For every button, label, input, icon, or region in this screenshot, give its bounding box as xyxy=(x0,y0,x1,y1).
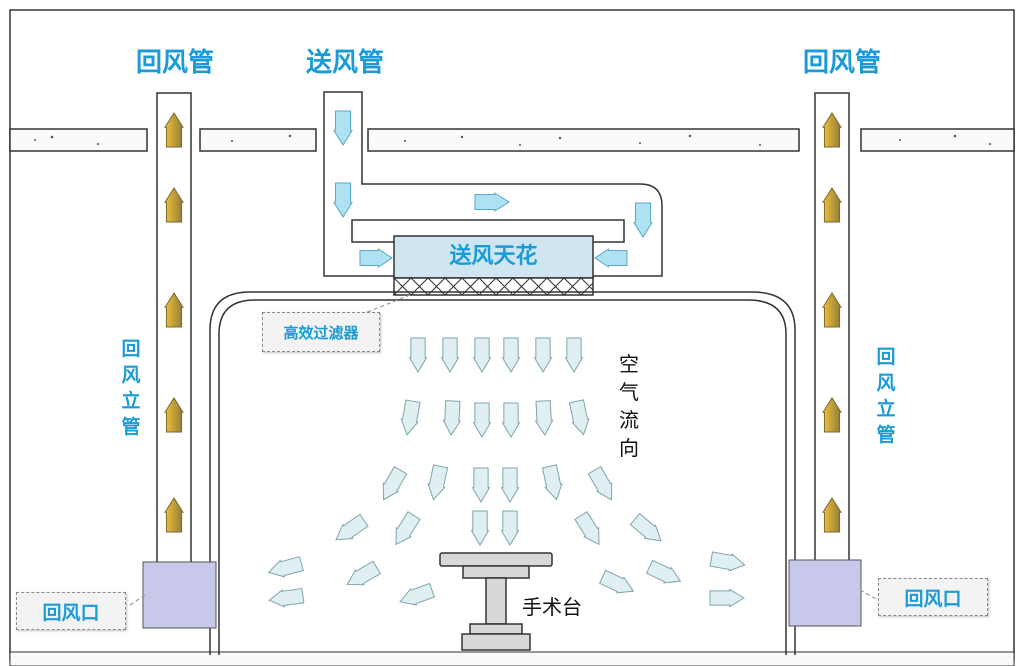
room-airflow-arrow xyxy=(346,560,381,586)
airflow-direction-label: 空 气 流 向 xyxy=(617,350,641,462)
return-riser-right-label: 回 风 立 管 xyxy=(874,344,898,448)
right-return-riser xyxy=(814,92,850,564)
return-duct-left-label: 回风管 xyxy=(136,48,215,78)
room-airflow-arrow xyxy=(709,551,746,572)
room-airflow-arrow xyxy=(440,337,460,373)
operating-table-label: 手术台 xyxy=(522,595,582,619)
riser-left-char: 管 xyxy=(121,416,141,438)
room-airflow-arrow xyxy=(442,400,462,436)
room-airflow-arrow xyxy=(268,587,305,608)
supply-arrow xyxy=(333,110,353,146)
supply-arrow xyxy=(633,202,653,238)
return-riser-left-label: 回 风 立 管 xyxy=(119,336,143,440)
riser-right-char: 风 xyxy=(876,372,896,394)
room-airflow-arrow xyxy=(427,464,449,501)
return-up-arrow xyxy=(822,397,842,433)
room-airflow-arrow xyxy=(598,569,635,594)
supply-airflow-arrows xyxy=(333,110,653,268)
filter-leader-line xyxy=(359,294,411,316)
room-airflow-arrow xyxy=(471,467,491,503)
slab-speckles xyxy=(34,134,991,146)
return-up-arrow xyxy=(164,497,184,533)
riser-right-char: 管 xyxy=(876,424,896,446)
room-airflow-arrow xyxy=(267,556,304,578)
left-return-vent xyxy=(142,561,217,629)
operating-table xyxy=(439,552,553,651)
room-airflow-arrow xyxy=(500,467,520,503)
right-return-vent xyxy=(788,559,862,627)
return-up-arrow xyxy=(164,112,184,148)
room-airflow-arrows xyxy=(267,337,746,608)
room-airflow-arrow xyxy=(587,466,613,501)
supply-arrow xyxy=(474,192,510,212)
room-airflow-arrow xyxy=(534,400,554,436)
return-vent-right-label: 回风口 xyxy=(878,578,988,616)
room-airflow-arrow xyxy=(564,337,584,373)
room-airflow-arrow xyxy=(568,399,590,436)
room-airflow-arrow xyxy=(574,511,600,546)
room-airflow-arrow xyxy=(382,466,408,501)
left-return-riser xyxy=(156,92,192,564)
floor-slab xyxy=(9,651,1015,666)
left-vent-leader xyxy=(129,594,146,606)
room-airflow-arrow xyxy=(335,513,369,541)
room-airflow-arrow xyxy=(533,337,553,373)
airflow-char: 空 xyxy=(619,352,639,376)
riser-right-char: 立 xyxy=(876,398,896,420)
room-airflow-arrow xyxy=(501,337,521,373)
right-vent-leader xyxy=(859,589,879,601)
airflow-char: 气 xyxy=(619,380,639,404)
return-up-arrow xyxy=(164,292,184,328)
room-airflow-arrow xyxy=(645,559,682,584)
room-airflow-arrow xyxy=(408,337,428,373)
supply-arrow xyxy=(333,182,353,218)
supply-arrow xyxy=(594,248,628,268)
room-airflow-arrow xyxy=(500,510,520,546)
room-wall-inner xyxy=(218,299,787,655)
return-up-arrow xyxy=(822,497,842,533)
room-airflow-arrow xyxy=(472,337,492,373)
room-airflow-arrow xyxy=(470,510,490,546)
room-wall-outer xyxy=(209,291,796,655)
hepa-filter-mesh xyxy=(393,277,594,296)
return-up-arrow xyxy=(164,397,184,433)
return-up-arrow xyxy=(822,292,842,328)
room-airflow-arrow xyxy=(399,582,436,606)
room-airflow-arrow xyxy=(709,588,745,608)
riser-left-char: 立 xyxy=(121,390,141,412)
room-airflow-arrow xyxy=(541,464,563,501)
airflow-char: 向 xyxy=(619,436,639,460)
room-airflow-arrow xyxy=(501,402,521,438)
return-airflow-arrows xyxy=(164,112,842,533)
return-duct-right-label: 回风管 xyxy=(803,48,882,78)
room-airflow-arrow xyxy=(629,512,662,542)
room-airflow-arrow xyxy=(395,511,421,546)
riser-left-char: 回 xyxy=(121,338,141,360)
airflow-char: 流 xyxy=(619,408,639,432)
supply-arrow xyxy=(359,248,393,268)
riser-left-char: 风 xyxy=(121,364,141,386)
room-airflow-arrow xyxy=(472,402,492,438)
return-up-arrow xyxy=(164,187,184,223)
supply-ceiling-box xyxy=(393,235,594,279)
hepa-filter-label: 高效过滤器 xyxy=(262,312,380,352)
riser-right-char: 回 xyxy=(876,346,896,368)
return-up-arrow xyxy=(822,187,842,223)
room-airflow-arrow xyxy=(400,399,421,436)
supply-duct-label: 送风管 xyxy=(306,48,385,78)
return-vent-left-label: 回风口 xyxy=(16,592,126,630)
ceiling-slab xyxy=(9,128,1015,152)
return-up-arrow xyxy=(822,112,842,148)
supply-ceiling-label: 送风天花 xyxy=(449,244,538,269)
